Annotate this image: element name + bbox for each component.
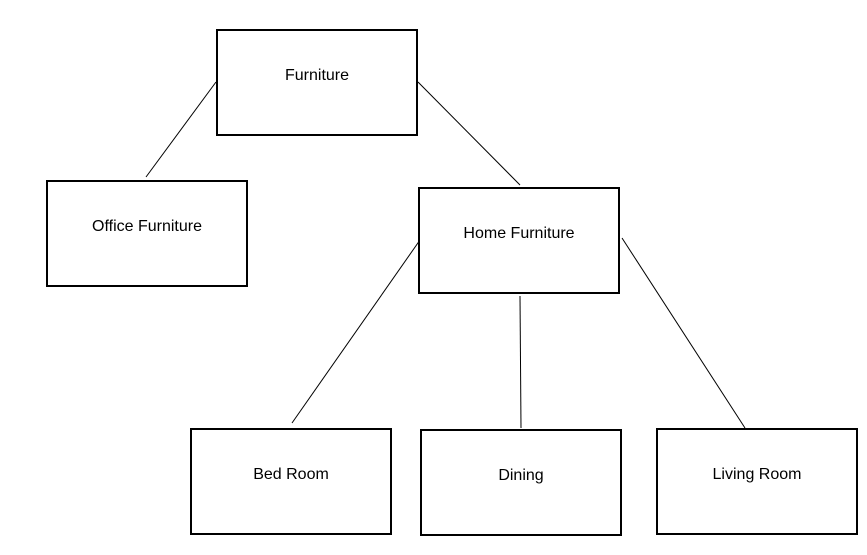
- node-office-furniture: Office Furniture: [46, 180, 248, 287]
- edge-furniture-office-furniture: [145, 81, 217, 178]
- edge-furniture-home-furniture: [417, 81, 521, 186]
- node-furniture: Furniture: [216, 29, 418, 136]
- edge-home-furniture-dining: [519, 295, 522, 429]
- node-bed-room: Bed Room: [190, 428, 392, 535]
- node-living-room: Living Room: [656, 428, 858, 535]
- node-label-home-furniture: Home Furniture: [463, 225, 575, 242]
- edge-home-furniture-bed-room: [291, 239, 421, 424]
- edge-home-furniture-living-room: [621, 237, 746, 429]
- node-label-living-room: Living Room: [712, 466, 802, 483]
- node-label-office-furniture: Office Furniture: [92, 218, 202, 235]
- node-label-bed-room: Bed Room: [253, 466, 329, 483]
- node-label-furniture: Furniture: [284, 67, 350, 84]
- node-label-dining: Dining: [498, 467, 544, 484]
- node-home-furniture: Home Furniture: [418, 187, 620, 294]
- node-dining: Dining: [420, 429, 622, 536]
